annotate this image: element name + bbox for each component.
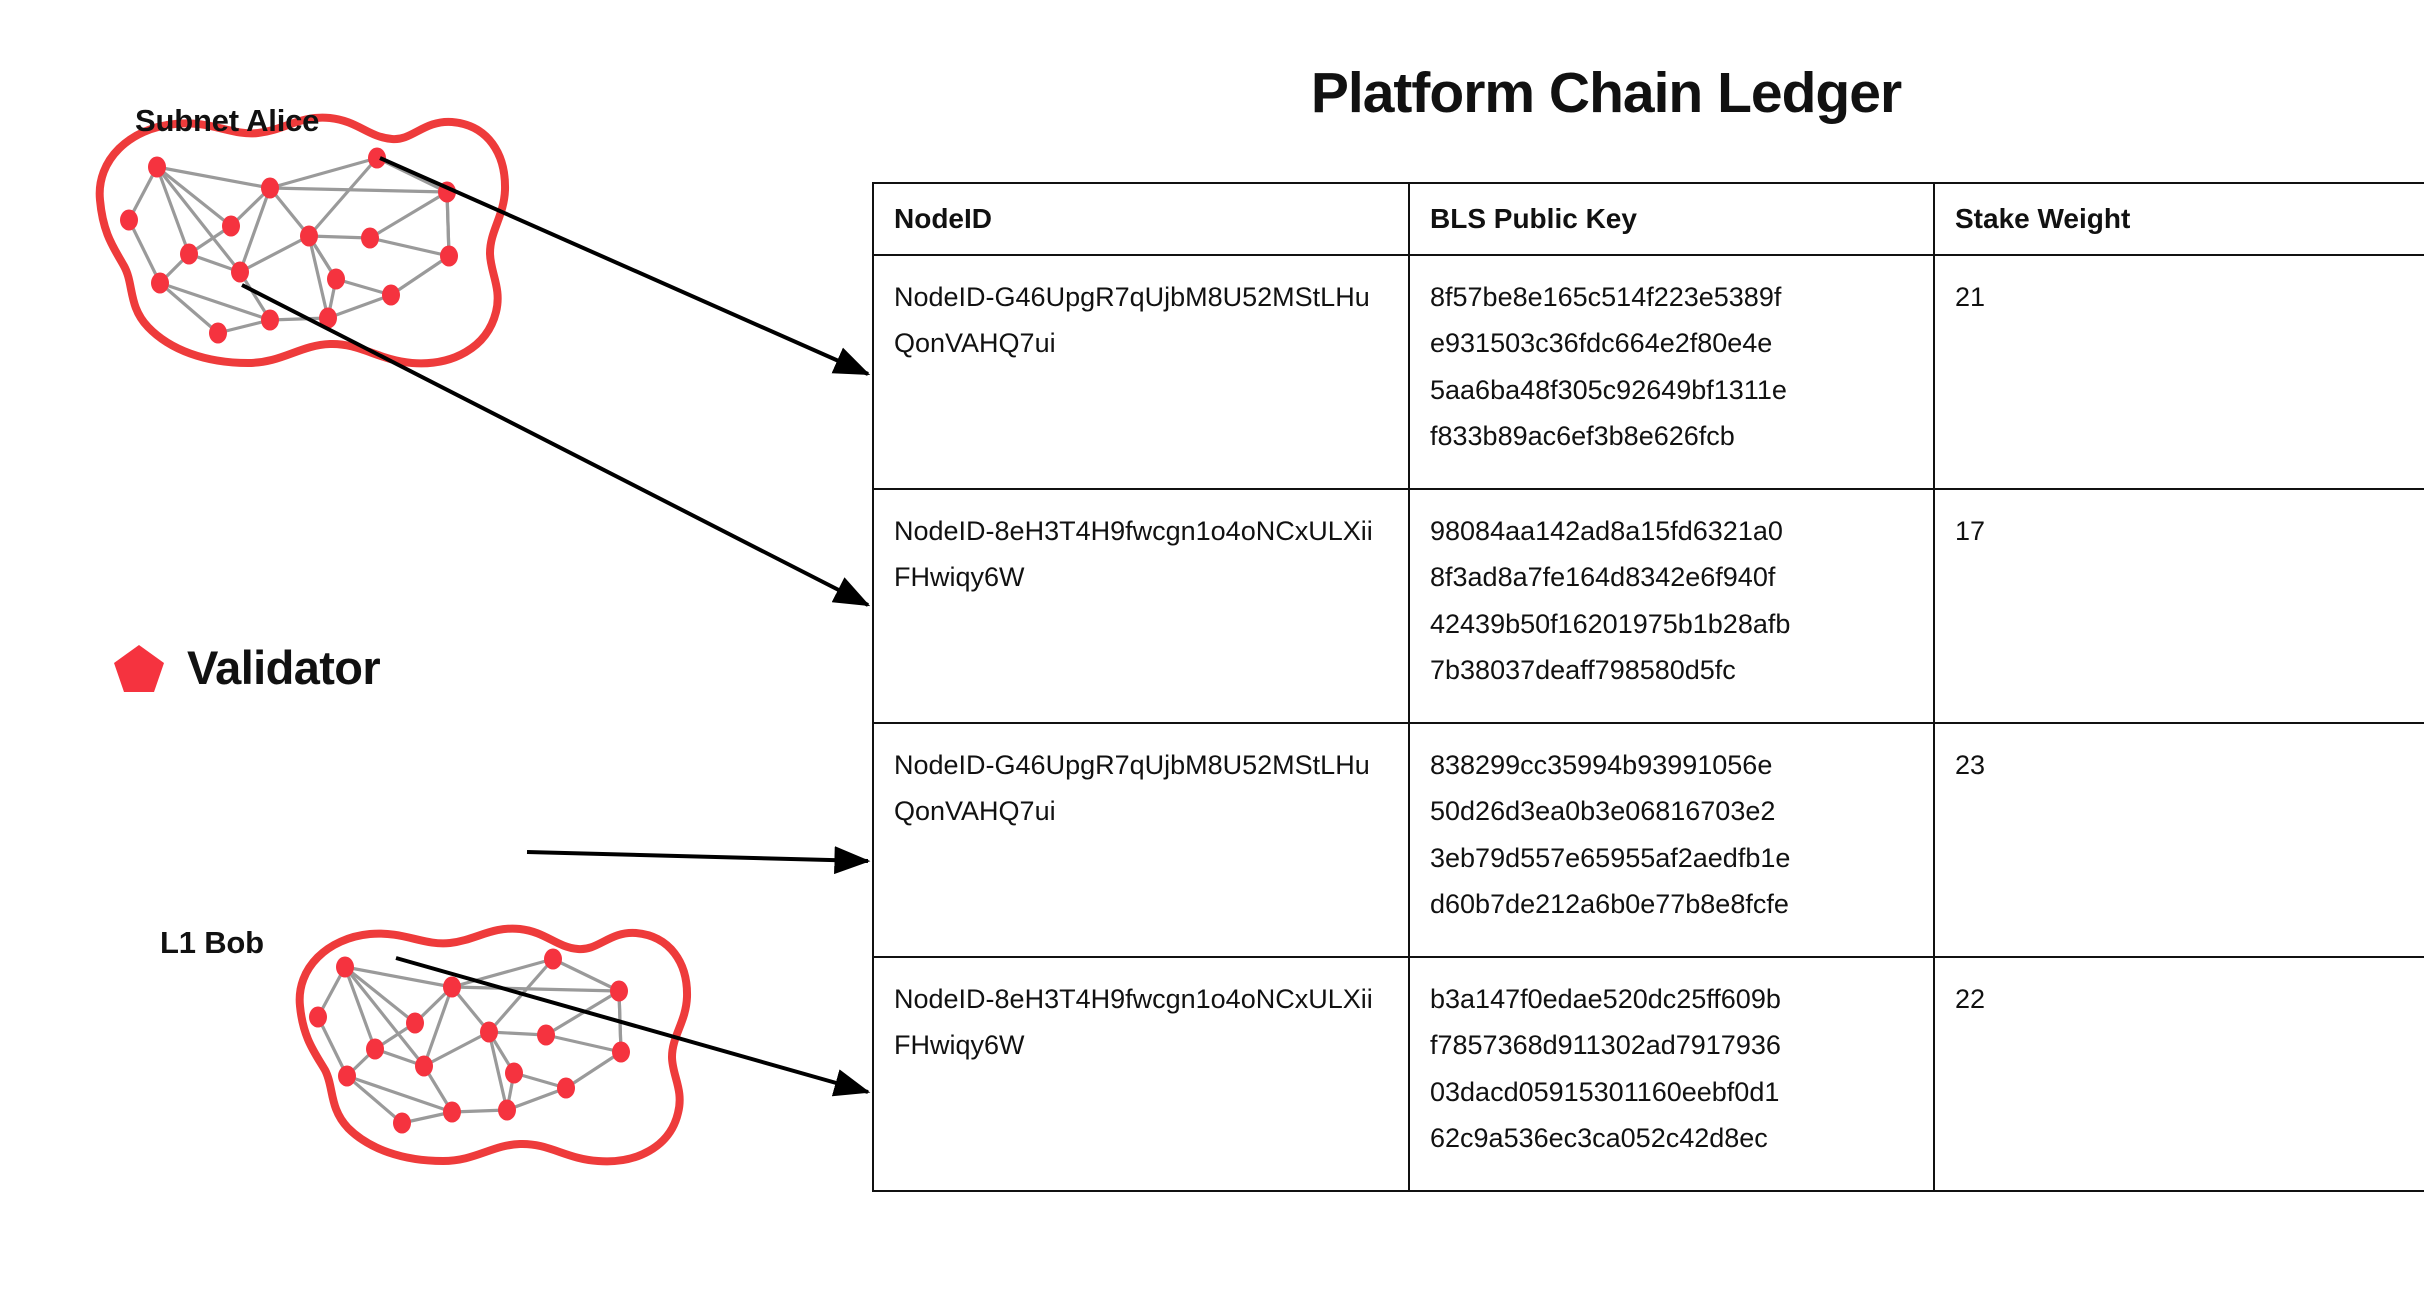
bls-line: 03dacd05915301160eebf0d1	[1430, 1076, 1780, 1107]
table-row: NodeID-G46UpgR7qUjbM8U52MStLHuQonVAHQ7ui…	[872, 254, 2424, 490]
cluster-l1-bob	[295, 924, 692, 1166]
bls-line: 98084aa142ad8a15fd6321a0	[1430, 516, 1783, 546]
table-row: NodeID-8eH3T4H9fwcgn1o4oNCxULXiiFHwiqy6W…	[872, 488, 2424, 724]
cell-nodeid: NodeID-8eH3T4H9fwcgn1o4oNCxULXiiFHwiqy6W	[872, 956, 1410, 1192]
cell-bls-public-key: 838299cc35994b93991056e 50d26d3ea0b3e068…	[1408, 722, 1935, 958]
cell-stake-weight: 23	[1933, 722, 2424, 958]
bls-line: 42439b50f16201975b1b28afb	[1430, 608, 1791, 639]
bls-line: 5aa6ba48f305c92649bf1311e	[1430, 374, 1787, 405]
bls-line: 8f3ad8a7fe164d8342e6f940f	[1430, 562, 1776, 593]
table-header: NodeID BLS Public Key Stake Weight	[872, 182, 2424, 256]
cluster-subnet-alice	[95, 113, 510, 368]
table-body: NodeID-G46UpgR7qUjbM8U52MStLHuQonVAHQ7ui…	[872, 254, 2424, 1192]
cell-nodeid: NodeID-8eH3T4H9fwcgn1o4oNCxULXiiFHwiqy6W	[872, 488, 1410, 724]
cluster-label-l1-bob: L1 Bob	[160, 925, 264, 960]
platform-chain-ledger-table: NodeID BLS Public Key Stake Weight NodeI…	[872, 182, 2424, 1192]
legend-label: Validator	[187, 641, 381, 694]
table-row: NodeID-8eH3T4H9fwcgn1o4oNCxULXiiFHwiqy6W…	[872, 956, 2424, 1192]
cell-bls-public-key: b3a147f0edae520dc25ff609b f7857368d91130…	[1408, 956, 1935, 1192]
cluster-edges-l1-bob	[316, 957, 623, 1125]
bls-line: 7b38037deaff798580d5fc	[1430, 655, 1736, 686]
bls-line: d60b7de212a6b0e77b8e8fcfe	[1430, 889, 1789, 920]
legend-validator: Validator	[113, 640, 381, 695]
cell-stake-weight: 17	[1933, 488, 2424, 724]
table-row: NodeID-G46UpgR7qUjbM8U52MStLHuQonVAHQ7ui…	[872, 722, 2424, 958]
column-header-stake-weight: Stake Weight	[1933, 182, 2424, 256]
page-title: Platform Chain Ledger	[1310, 61, 1902, 125]
cell-nodeid: NodeID-G46UpgR7qUjbM8U52MStLHuQonVAHQ7ui	[872, 254, 1410, 490]
cell-stake-weight: 21	[1933, 254, 2424, 490]
column-header-nodeid: NodeID	[872, 182, 1410, 256]
bls-line: 50d26d3ea0b3e06816703e2	[1430, 796, 1776, 827]
bls-line: f7857368d911302ad7917936	[1430, 1030, 1781, 1061]
cell-nodeid: NodeID-G46UpgR7qUjbM8U52MStLHuQonVAHQ7ui	[872, 722, 1410, 958]
cell-stake-weight: 22	[1933, 956, 2424, 1192]
cell-bls-public-key: 8f57be8e165c514f223e5389f e931503c36fdc6…	[1408, 254, 1935, 490]
cluster-edges-subnet-alice	[127, 156, 451, 335]
ledger-table-container: NodeID BLS Public Key Stake Weight NodeI…	[872, 182, 2424, 1192]
bls-line: 838299cc35994b93991056e	[1430, 750, 1773, 780]
bls-line: f833b89ac6ef3b8e626fcb	[1430, 421, 1735, 452]
bls-line: 3eb79d557e65955af2aedfb1e	[1430, 842, 1791, 873]
bls-line: 8f57be8e165c514f223e5389f	[1430, 282, 1782, 312]
bls-line: b3a147f0edae520dc25ff609b	[1430, 984, 1781, 1014]
pentagon-icon	[114, 644, 164, 692]
bls-line: e931503c36fdc664e2f80e4e	[1430, 328, 1773, 359]
cell-bls-public-key: 98084aa142ad8a15fd6321a0 8f3ad8a7fe164d8…	[1408, 488, 1935, 724]
cluster-label-subnet-alice: Subnet Alice	[135, 103, 320, 138]
table-header-row: NodeID BLS Public Key Stake Weight	[872, 182, 2424, 256]
column-header-bls-public-key: BLS Public Key	[1408, 182, 1935, 256]
bls-line: 62c9a536ec3ca052c42d8ec	[1430, 1123, 1768, 1154]
